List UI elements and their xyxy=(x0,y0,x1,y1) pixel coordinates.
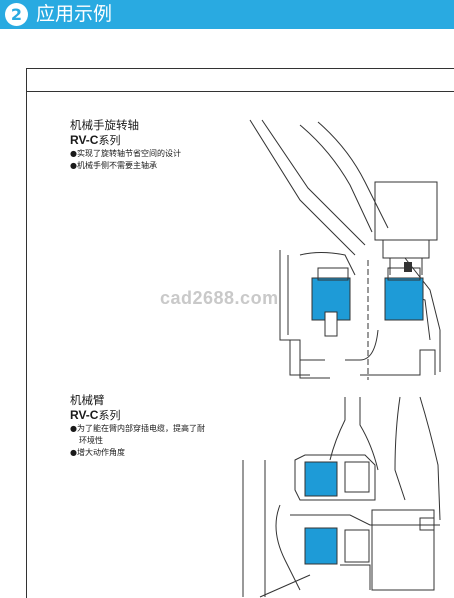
series-code: RV-C xyxy=(70,133,99,147)
example-series: RV-C系列 xyxy=(70,133,181,148)
example-bullet-continued: 环境性 xyxy=(79,436,103,445)
section-number-badge: 2 xyxy=(5,3,28,26)
example-title: 机械手旋转轴 xyxy=(70,118,139,132)
reducer-lower xyxy=(304,527,338,565)
example-title: 机械臂 xyxy=(70,393,105,407)
series-suffix: 系列 xyxy=(98,134,121,147)
series-suffix: 系列 xyxy=(98,409,121,422)
example-robot-rotary-axis: 机械手旋转轴 RV-C系列 ●实现了旋转轴节省空间的设计 ●机械手侧不需要主轴承 xyxy=(70,118,181,172)
reducer-right xyxy=(384,277,424,321)
example-bullet: ●增大动作角度 xyxy=(70,448,125,457)
panel-header-row xyxy=(27,69,454,92)
example-bullet: ●机械手侧不需要主轴承 xyxy=(70,161,157,170)
section-banner: 2 应用示例 xyxy=(0,0,454,29)
example-bullet: ●实现了旋转轴节省空间的设计 xyxy=(70,149,181,158)
example-series: RV-C系列 xyxy=(70,408,205,423)
series-code: RV-C xyxy=(70,408,99,422)
example-bullet: ●为了能在臂内部穿插电缆，提高了耐 xyxy=(70,424,205,433)
section-title: 应用示例 xyxy=(36,3,113,25)
example-robot-arm: 机械臂 RV-C系列 ●为了能在臂内部穿插电缆，提高了耐 环境性 ●增大动作角度 xyxy=(70,393,205,459)
examples-panel xyxy=(26,68,454,598)
reducer-upper xyxy=(304,461,338,497)
watermark: cad2688.com xyxy=(160,288,279,308)
